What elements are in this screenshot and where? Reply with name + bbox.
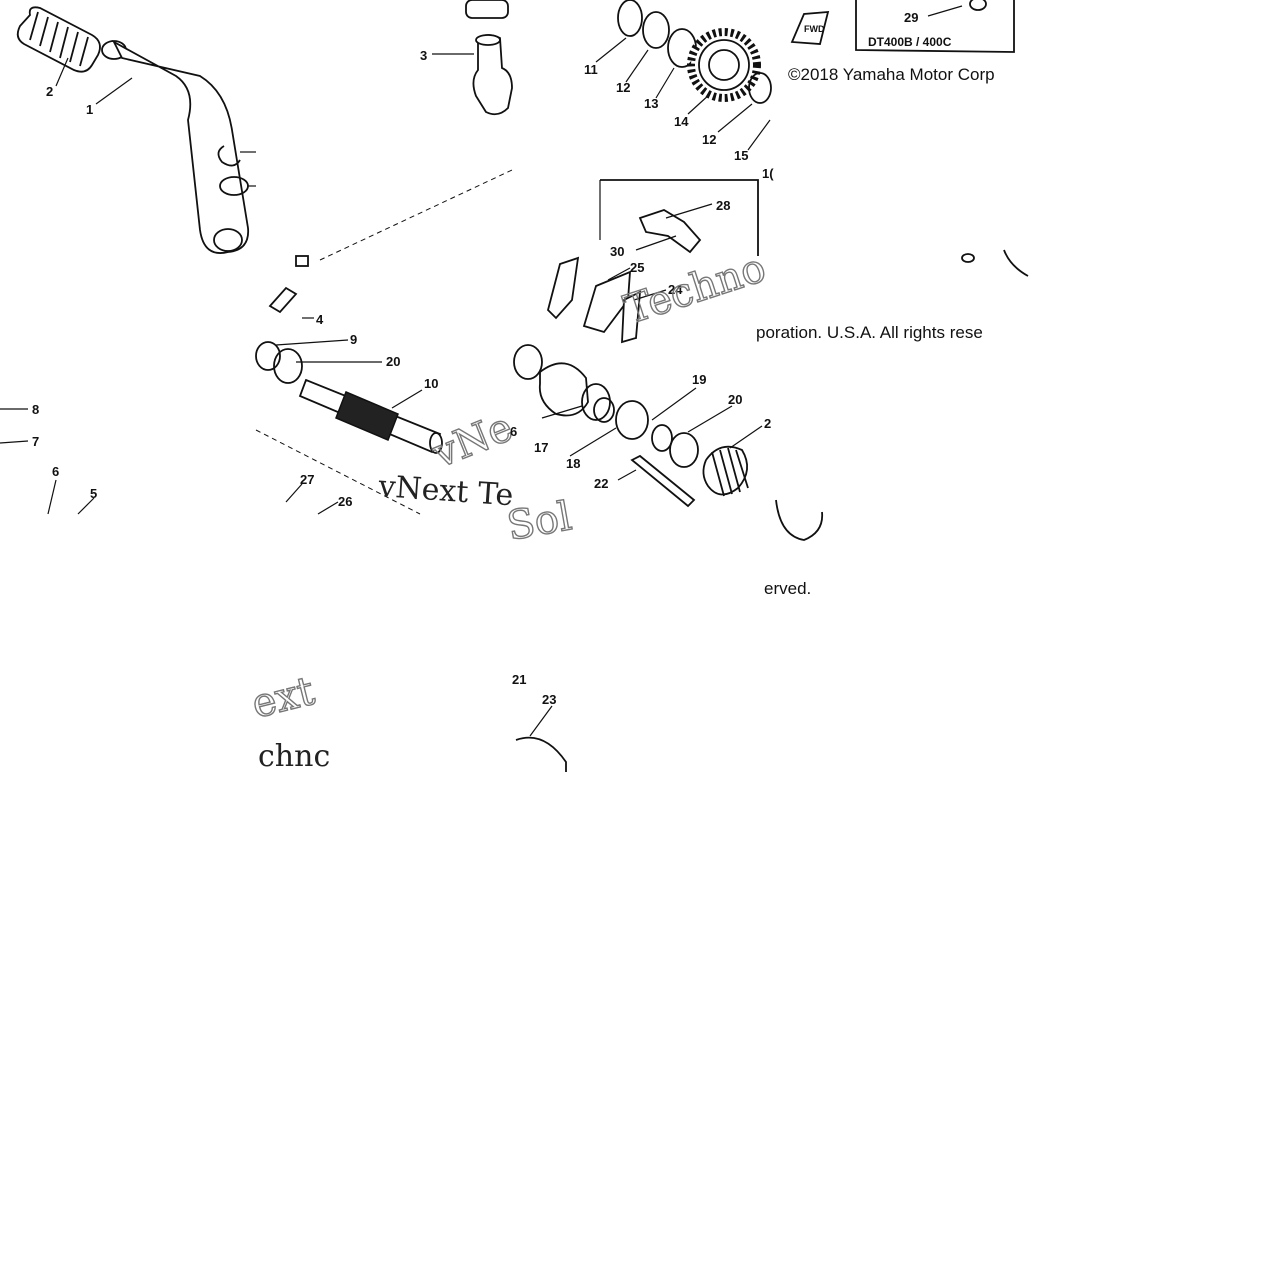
fwd-label: FWD bbox=[804, 24, 825, 34]
fitting-drawing bbox=[472, 34, 513, 116]
tile-fitting: 3 bbox=[420, 0, 513, 116]
watermark-techno: Techno bbox=[619, 245, 771, 334]
model-code: DT400B / 400C bbox=[868, 35, 952, 49]
watermark-vne: vNe bbox=[426, 404, 520, 477]
copyright-line-3: erved. bbox=[764, 579, 811, 598]
callout-12-second: 12 bbox=[702, 132, 716, 147]
copyright-line-2: poration. U.S.A. All rights rese bbox=[756, 323, 983, 342]
watermark-sol: Sol bbox=[504, 493, 575, 549]
watermark-chnc: chnc bbox=[258, 739, 330, 774]
callout-28: 28 bbox=[716, 198, 730, 213]
copyright-line-1: ©2018 Yamaha Motor Corp bbox=[788, 65, 995, 84]
corner-label: 1( bbox=[762, 166, 774, 181]
kick-lever-drawing bbox=[101, 39, 250, 254]
callout-5: 5 bbox=[90, 486, 97, 501]
model-box-frame bbox=[855, 0, 1015, 53]
callout-4: 4 bbox=[316, 312, 324, 327]
tile-ratchet: 28 30 25 24 1( Techno bbox=[546, 166, 774, 344]
tile-kick-shaft: 4 9 20 10 27 26 vNext Te vNe bbox=[255, 169, 520, 515]
callout-3: 3 bbox=[420, 48, 427, 63]
fwd-arrow-icon: FWD bbox=[790, 10, 830, 45]
callout-6: 6 bbox=[52, 464, 59, 479]
callout-1: 1 bbox=[86, 102, 93, 117]
spring-hook-drawing bbox=[775, 499, 824, 541]
kick-gear-drawing bbox=[687, 28, 761, 102]
ratchet-inset-frame bbox=[600, 179, 759, 256]
callout-24: 24 bbox=[668, 282, 683, 297]
callout-21: 2 bbox=[764, 416, 771, 431]
tile-model-box: FWD 29 DT400B / 400C ©2018 Yamaha Motor … bbox=[788, 0, 1015, 84]
callout-17: 17 bbox=[534, 440, 548, 455]
callout-21-second: 21 bbox=[512, 672, 526, 687]
set-screw-drawing bbox=[295, 255, 309, 267]
callout-16: 6 bbox=[510, 424, 517, 439]
kick-grip-drawing bbox=[16, 6, 101, 73]
ratchet-lever-drawing bbox=[582, 270, 632, 334]
tile-right-fragment: poration. U.S.A. All rights rese bbox=[756, 249, 1029, 342]
circlip-drawing bbox=[217, 145, 241, 167]
callout-22: 22 bbox=[594, 476, 608, 491]
kick-shaft-drawing bbox=[298, 378, 443, 454]
callout-9: 9 bbox=[350, 332, 357, 347]
ratchet-plate-drawing bbox=[546, 256, 580, 320]
kick-axle-drawing bbox=[630, 454, 696, 508]
tile-lower-left: ext chnc bbox=[247, 667, 331, 774]
callout-12: 12 bbox=[616, 80, 630, 95]
tile-kick-gear: 11 12 13 14 12 15 bbox=[584, 0, 772, 163]
callout-23: 23 bbox=[542, 692, 556, 707]
kick-spring-drawing bbox=[702, 445, 749, 497]
callout-19: 19 bbox=[692, 372, 706, 387]
callout-2: 2 bbox=[46, 84, 53, 99]
callout-7: 7 bbox=[32, 434, 39, 449]
callout-30: 30 bbox=[610, 244, 624, 259]
callout-11: 11 bbox=[584, 62, 598, 77]
callout-15: 15 bbox=[734, 148, 748, 163]
callout-20: 20 bbox=[386, 354, 400, 369]
callout-8: 8 bbox=[32, 402, 39, 417]
tile-kick-lever: 2 1 bbox=[16, 6, 256, 254]
callout-27: 27 bbox=[300, 472, 314, 487]
callout-18: 18 bbox=[566, 456, 580, 471]
callout-13: 13 bbox=[644, 96, 658, 111]
callout-20-second: 20 bbox=[728, 392, 742, 407]
bolt-drawing bbox=[268, 286, 298, 314]
callout-14: 14 bbox=[674, 114, 689, 129]
callout-29: 29 bbox=[904, 10, 918, 25]
cover-edge-drawing bbox=[515, 736, 567, 772]
kick-pinion-drawing bbox=[538, 362, 589, 417]
callout-10: 10 bbox=[424, 376, 438, 391]
watermark-ext: ext bbox=[247, 668, 319, 728]
callout-26: 26 bbox=[338, 494, 352, 509]
tile-lower-center: 21 23 bbox=[512, 672, 567, 772]
callout-25: 25 bbox=[630, 260, 644, 275]
tile-kick-spring: 6 17 18 19 20 22 2 Sol erved. bbox=[503, 344, 824, 598]
tile-left-mid: 8 7 6 5 bbox=[0, 402, 97, 515]
